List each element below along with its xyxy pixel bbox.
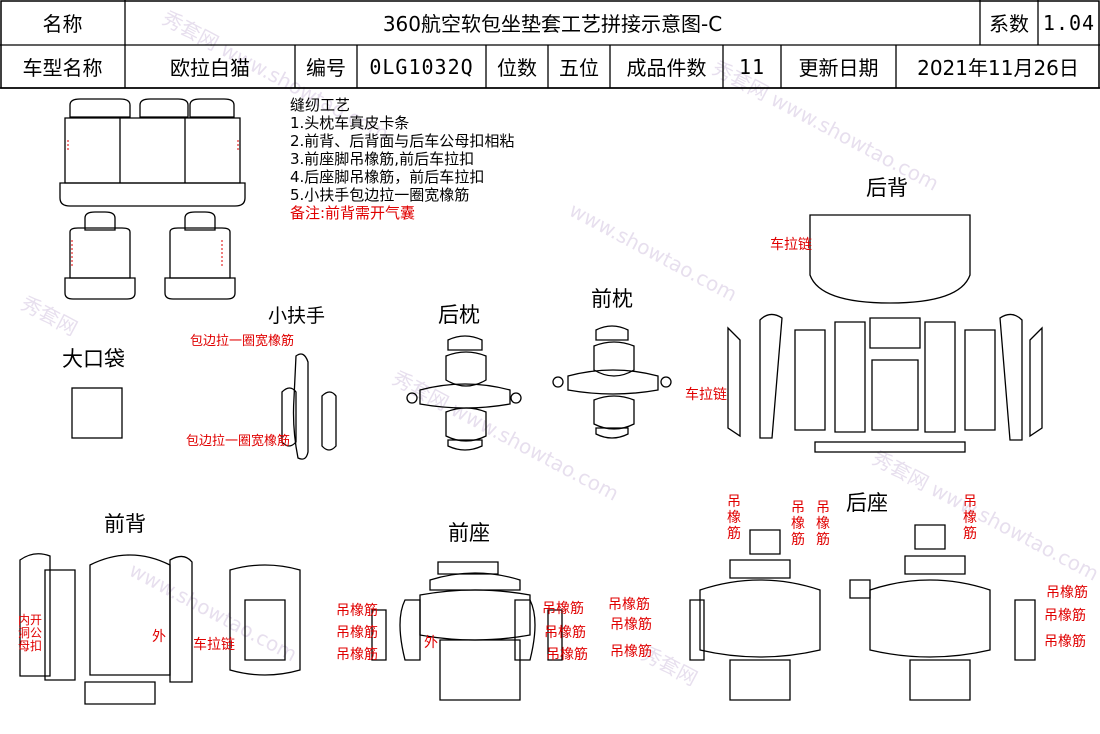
annotation-elastic: 吊橡筋 <box>610 617 652 633</box>
annotation-zipper: 车拉链 <box>770 237 812 253</box>
label-big-pocket: 大口袋 <box>62 347 125 371</box>
label-small-armrest: 小扶手 <box>268 305 326 327</box>
front-back-shapes <box>19 553 301 705</box>
date-value: 2021年11月26日 <box>917 56 1079 80</box>
annotation-elastic-vertical: 吊橡筋 <box>791 500 805 548</box>
header-grid <box>0 0 1100 89</box>
annotation-elastic: 吊橡筋 <box>544 625 586 641</box>
annotation-elastic: 吊橡筋 <box>336 647 378 663</box>
annotation-elastic: 吊橡筋 <box>1046 585 1088 601</box>
code-label: 编号 <box>306 56 346 80</box>
coef-label: 系数 <box>989 12 1029 36</box>
annotation-elastic: 吊橡筋 <box>542 601 584 617</box>
front-seat-shapes <box>371 561 563 701</box>
rear-headrest-shapes <box>406 335 522 451</box>
model-value: 欧拉白猫 <box>170 56 250 80</box>
annotation-elastic: 吊橡筋 <box>610 644 652 660</box>
coef-value: 1.04 <box>1042 10 1096 35</box>
car-front-seats-drawing <box>64 211 236 300</box>
annotation-hem-elastic: 包边拉一圈宽橡筋 <box>190 334 295 349</box>
annotation-elastic-vertical: 吊橡筋 <box>727 494 741 542</box>
sewing-notes: 缝纫工艺 1.头枕车真皮卡条 2.前背、后背面与后车公母扣相粘 3.前座脚吊橡筋… <box>290 96 514 222</box>
model-label: 车型名称 <box>22 56 103 80</box>
annotation-elastic-vertical: 吊橡筋 <box>963 494 977 542</box>
label-front-seat: 前座 <box>448 521 490 545</box>
small-armrest-shapes <box>281 353 337 460</box>
annotation-outer: 外 <box>152 629 166 645</box>
notes-remark: 备注:前背需开气囊 <box>290 204 416 222</box>
annotation-elastic: 吊橡筋 <box>546 647 588 663</box>
annotation-elastic: 吊橡筋 <box>336 625 378 641</box>
annotation-zipper: 车拉链 <box>685 387 727 403</box>
date-label: 更新日期 <box>798 56 879 80</box>
annotation-elastic-vertical: 吊橡筋 <box>816 500 830 548</box>
annotation-elastic: 吊橡筋 <box>1044 608 1086 624</box>
label-rear-headrest: 后枕 <box>438 303 480 327</box>
label-front-headrest: 前枕 <box>591 287 633 311</box>
annotation-elastic: 吊橡筋 <box>1044 634 1086 650</box>
note-item: 5.小扶手包边拉一圈宽橡筋 <box>290 186 470 204</box>
label-rear-back: 后背 <box>866 176 908 200</box>
page-title: 360航空软包坐垫套工艺拼接示意图-C <box>382 12 723 36</box>
code-value: 0LG1032Q <box>369 54 474 79</box>
annotation-zipper: 车拉链 <box>193 637 235 653</box>
car-rear-bench-drawing <box>59 98 246 207</box>
name-label: 名称 <box>42 12 83 36</box>
note-item: 1.头枕车真皮卡条 <box>290 114 410 132</box>
rear-seat-shapes <box>689 524 1036 701</box>
big-pocket-shape <box>71 387 123 439</box>
notes-heading: 缝纫工艺 <box>290 96 351 114</box>
note-item: 2.前背、后背面与后车公母扣相粘 <box>290 132 515 150</box>
seats-label: 位数 <box>497 56 537 80</box>
note-item: 3.前座脚吊橡筋,前后车拉扣 <box>290 150 475 168</box>
pieces-value: 11 <box>738 54 766 79</box>
annotation-elastic: 吊橡筋 <box>336 603 378 619</box>
annotation-outer: 外 <box>424 635 438 651</box>
pieces-label: 成品件数 <box>626 56 707 80</box>
annotation-elastic: 吊橡筋 <box>608 597 650 613</box>
annotation-hem-elastic: 包边拉一圈宽橡筋 <box>186 434 291 449</box>
note-item: 4.后座脚吊橡筋，前后车拉扣 <box>290 168 485 186</box>
label-rear-seat: 后座 <box>846 491 888 515</box>
front-headrest-shapes <box>552 325 672 439</box>
annotation-inner-snap: 内开洞公母扣 <box>17 613 42 653</box>
seats-value: 五位 <box>559 56 599 80</box>
rear-back-shapes <box>727 214 1043 453</box>
label-front-back: 前背 <box>104 512 146 536</box>
